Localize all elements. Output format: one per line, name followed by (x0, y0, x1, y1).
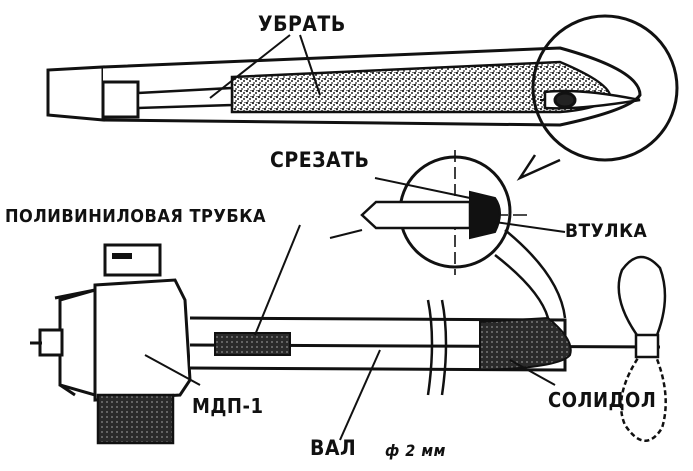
label-bushing: ВТУЛКА (565, 220, 648, 242)
pvc-tube-segment (214, 332, 291, 356)
propeller (617, 255, 667, 442)
label-shaft: ВАЛ (310, 436, 357, 460)
grease-cone (479, 316, 572, 372)
label-remove: УБРАТЬ (258, 12, 346, 36)
bushing-detail (469, 190, 501, 240)
label-pvc-tube: ПОЛИВИНИЛОВАЯ ТРУБКА (5, 206, 267, 227)
inner-block (101, 80, 140, 119)
leader-remove-1 (209, 34, 291, 99)
tube-end-cap (46, 65, 105, 122)
motor-assembly (30, 224, 661, 445)
label-diameter: ф 2 мм (385, 441, 446, 460)
motor-top-box (103, 243, 162, 277)
small-shaft (360, 200, 472, 230)
leader-remove-2 (299, 34, 321, 96)
top-tube-assembly (46, 34, 642, 127)
label-grease: СОЛИДОЛ (548, 388, 657, 412)
label-motor: МДП-1 (192, 394, 264, 418)
magnifier-middle (329, 150, 567, 319)
motor-base (96, 393, 175, 445)
motor-body (93, 278, 192, 402)
inner-rod (136, 86, 234, 110)
magnifier-top (516, 14, 679, 181)
label-cut: СРЕЗАТЬ (270, 148, 370, 172)
motor-flange (58, 288, 97, 397)
